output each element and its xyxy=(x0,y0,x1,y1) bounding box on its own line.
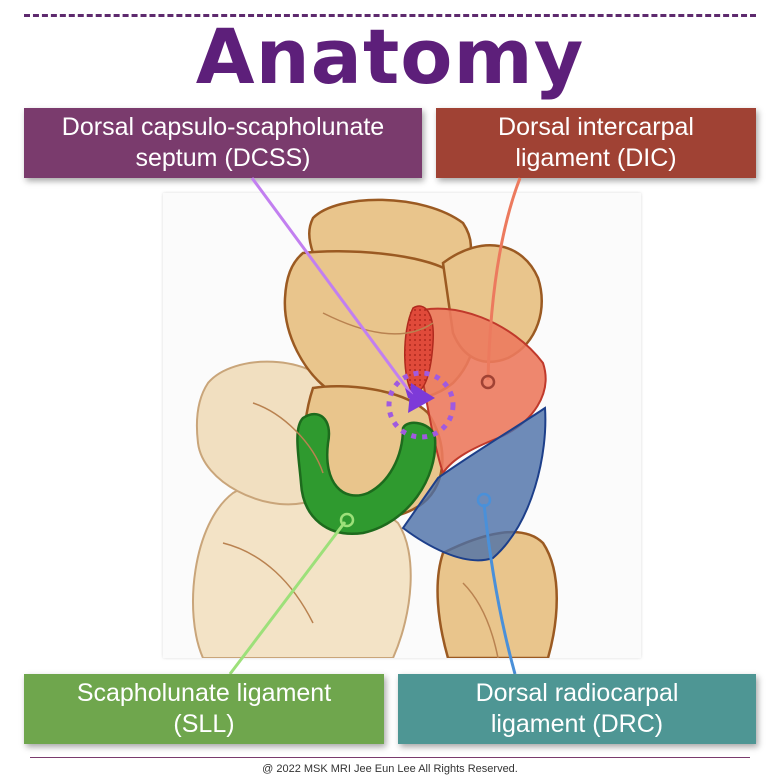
sll-label-line2: (SLL) xyxy=(173,710,235,738)
dcss-pointer-line xyxy=(250,177,414,396)
dic-label-line1: Dorsal intercarpal xyxy=(498,113,694,141)
dcss-pointer-head xyxy=(405,388,420,400)
copyright-footer: @ 2022 MSK MRI Jee Eun Lee All Rights Re… xyxy=(262,763,518,775)
dic-label-line2: ligament (DIC) xyxy=(515,144,677,172)
dcss-label-line1: Dorsal capsulo-scapholunate xyxy=(61,113,385,141)
drc-label: Dorsal radiocarpal ligament (DRC) xyxy=(398,674,756,744)
dic-pointer-dot xyxy=(480,374,496,390)
dcss-label-line2: septum (DCSS) xyxy=(135,144,311,172)
sll-ligament xyxy=(296,412,437,535)
sll-pointer-line xyxy=(228,521,347,675)
top-dashed-divider xyxy=(24,14,756,17)
bone-contour-lines xyxy=(222,312,499,659)
dic-label: Dorsal intercarpal ligament (DIC) xyxy=(436,108,756,178)
dcss-label: Dorsal capsulo-scapholunate septum (DCSS… xyxy=(24,108,422,178)
page-title: Anatomy xyxy=(195,12,585,101)
footer-divider xyxy=(30,757,750,758)
dcss-dashed-circle xyxy=(386,370,456,440)
sll-label-line1: Scapholunate ligament xyxy=(76,679,332,707)
drc-pointer-line xyxy=(482,503,517,675)
dcss-septum xyxy=(408,383,435,413)
drc-label-line1: Dorsal radiocarpal xyxy=(475,679,679,707)
dic-pointer-line xyxy=(486,177,522,381)
drc-ligament xyxy=(401,406,547,562)
drc-label-line2: ligament (DRC) xyxy=(490,710,664,738)
drc-pointer-dot xyxy=(476,492,492,508)
sll-label: Scapholunate ligament (SLL) xyxy=(24,674,384,744)
sll-pointer-dot xyxy=(339,512,355,528)
